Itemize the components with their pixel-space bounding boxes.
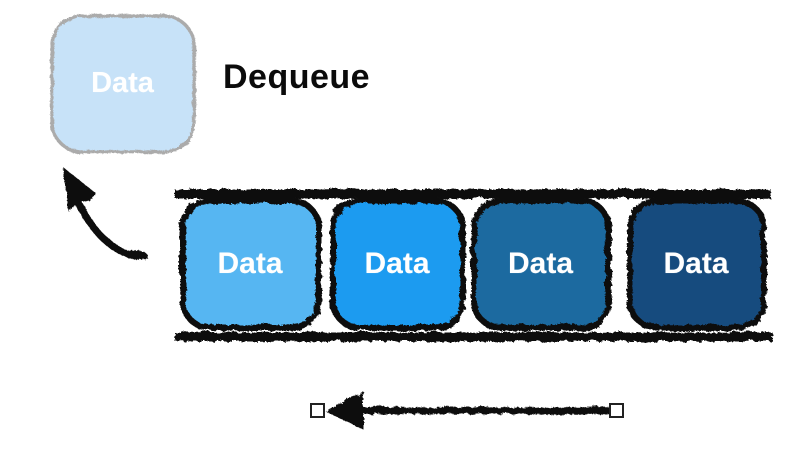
arrow-endpoint-handle-left[interactable]	[310, 403, 325, 418]
arrow-endpoint-handle-right[interactable]	[609, 403, 624, 418]
dequeue-arrowhead-icon	[63, 167, 96, 211]
queue-item-box-4	[626, 197, 766, 330]
queue-item-box-1	[179, 197, 321, 330]
queue-item-box-3	[470, 197, 611, 330]
dequeued-data-box	[50, 14, 196, 154]
diagram-title: Dequeue	[223, 58, 371, 96]
flow-direction-arrowhead-icon	[324, 391, 363, 429]
queue-item-box-2	[329, 197, 465, 330]
dequeue-curved-arrow	[75, 200, 147, 259]
